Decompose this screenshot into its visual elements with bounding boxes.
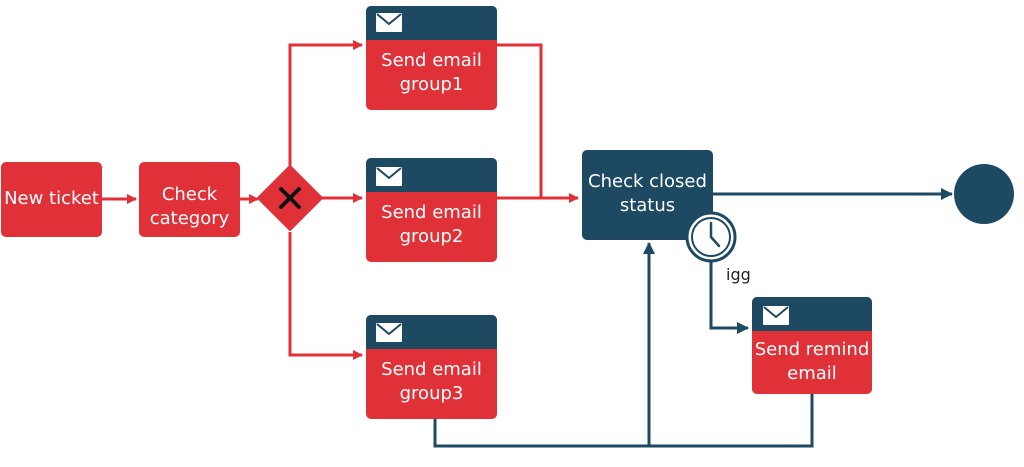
send1-line2: group1 <box>399 74 464 95</box>
clock-icon <box>709 221 721 248</box>
task-send-email-group1[interactable] <box>366 6 497 110</box>
flow-gateway-to-send1 <box>288 40 363 166</box>
flow-gateway-to-send3 <box>288 232 363 360</box>
send2-line1: Send email <box>381 202 482 223</box>
task-send-remind-email[interactable] <box>752 297 872 394</box>
check-category-line1: Check <box>161 184 218 205</box>
check-closed-status-label: Check closed status <box>582 170 713 218</box>
timer-boundary-event[interactable] <box>685 211 737 263</box>
send-email-group3-label: Send email group3 <box>366 358 497 406</box>
task-send-email-group3[interactable] <box>366 315 497 419</box>
send3-line1: Send email <box>381 359 482 380</box>
remind-line2: email <box>787 363 837 384</box>
task-send-email-group2[interactable] <box>366 158 497 262</box>
flow-send1-to-checkclosed <box>497 43 543 198</box>
check-closed-line2: status <box>619 195 676 216</box>
timer-label: igg <box>724 265 753 284</box>
new-ticket-label: New ticket <box>4 188 99 209</box>
task-check-category[interactable] <box>139 162 240 237</box>
send2-line2: group2 <box>399 226 464 247</box>
send-remind-email-label: Send remind email <box>752 338 872 386</box>
check-category-line2: category <box>149 208 230 229</box>
envelope-icon <box>376 167 402 186</box>
envelope-icon <box>376 323 402 342</box>
task-check-closed-status[interactable] <box>582 150 713 240</box>
envelope-icon <box>376 13 402 32</box>
exclusive-gateway-x-icon <box>279 187 301 209</box>
check-category-label: Check category <box>139 183 240 231</box>
envelope-icon <box>763 306 789 325</box>
end-event-circle[interactable] <box>954 164 1014 224</box>
send-email-group1-label: Send email group1 <box>366 49 497 97</box>
task-new-ticket[interactable] <box>1 162 102 237</box>
exclusive-gateway[interactable] <box>257 165 323 231</box>
send1-line1: Send email <box>381 50 482 71</box>
remind-line1: Send remind <box>754 339 870 360</box>
send3-line2: group3 <box>399 383 464 404</box>
send-email-group2-label: Send email group2 <box>366 201 497 249</box>
flow-send3-to-merge <box>433 393 814 448</box>
check-closed-line1: Check closed <box>588 171 707 192</box>
flow-timer-to-remind <box>709 258 749 334</box>
